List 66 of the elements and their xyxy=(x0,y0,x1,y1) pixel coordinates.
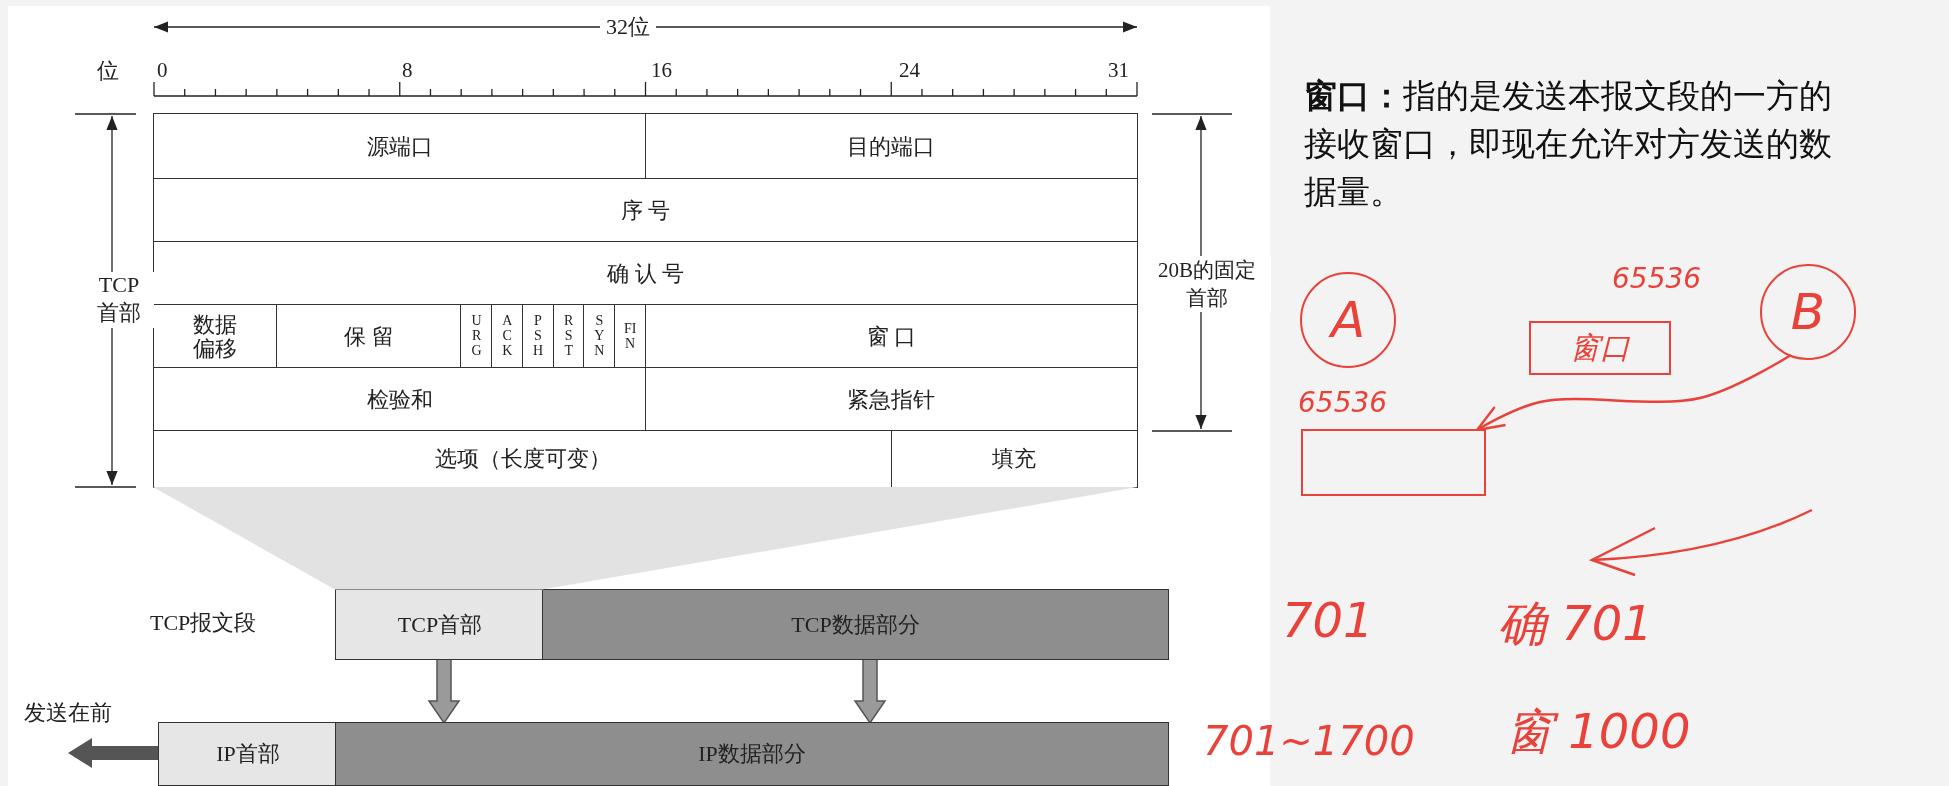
header-field xyxy=(276,304,462,369)
projection-shape xyxy=(153,487,1138,590)
handwritten-number: 65536 xyxy=(1298,386,1388,419)
header-field xyxy=(644,304,1138,369)
field-label: 填充 xyxy=(992,445,1037,473)
axis-label: 位 xyxy=(97,57,119,85)
flag-label: PSH xyxy=(531,314,545,359)
handwritten-number: 65536 xyxy=(1612,262,1702,295)
header-field xyxy=(644,113,1138,180)
field-label: 确 认 号 xyxy=(607,259,684,288)
flag-label: SYN xyxy=(593,314,606,359)
header-field xyxy=(153,113,647,180)
arrow xyxy=(1475,353,1792,432)
flag-label: RST xyxy=(563,314,575,359)
block-arrow xyxy=(427,658,461,725)
flag-field xyxy=(460,304,493,369)
handwritten-note: 701 xyxy=(1282,592,1374,648)
flag-label: FIN xyxy=(623,321,638,352)
field-label: 检验和 xyxy=(366,385,433,414)
field-label: B xyxy=(1790,283,1826,341)
bit-number: 31 xyxy=(1108,58,1129,83)
segment-box xyxy=(542,589,1169,660)
flag-label: ACK xyxy=(501,314,514,359)
flag-label: URG xyxy=(470,314,483,359)
endpoint-circle xyxy=(1300,272,1396,368)
segment-box xyxy=(335,589,545,660)
header-field xyxy=(153,304,278,369)
field-label: 窗口 xyxy=(1570,328,1630,367)
header-field xyxy=(153,241,1138,306)
field-label: 数据偏移 xyxy=(193,313,238,360)
header-field xyxy=(153,367,647,432)
bit-number: 24 xyxy=(899,58,920,83)
endpoint-circle xyxy=(1760,264,1856,360)
row-label: TCP报文段 xyxy=(150,609,257,637)
handwritten-note: 窗 1000 xyxy=(1505,702,1691,761)
bit-number: 0 xyxy=(157,58,168,83)
field-label: 保 留 xyxy=(344,322,394,351)
header-field xyxy=(153,178,1138,243)
flag-field xyxy=(491,304,524,369)
window-box xyxy=(1301,429,1486,496)
note-text: 窗口：指的是发送本报文段的一方的接收窗口，即现在允许对方发送的数据量。 xyxy=(1304,77,1833,212)
header-field xyxy=(890,430,1138,488)
segment-box xyxy=(335,722,1169,786)
field-label: 序 号 xyxy=(620,196,671,225)
field-label: 紧急指针 xyxy=(847,385,936,414)
flag-field xyxy=(583,304,616,369)
field-label: IP首部 xyxy=(216,740,280,768)
block-arrow xyxy=(853,658,887,725)
direction-label: 发送在前 xyxy=(24,699,112,727)
field-label: TCP首部 xyxy=(397,610,483,639)
field-label: 窗 口 xyxy=(866,322,916,351)
flag-field xyxy=(614,304,647,369)
bit-number: 16 xyxy=(651,58,672,83)
field-label: 选项（长度可变） xyxy=(434,445,611,473)
window-box xyxy=(1529,321,1671,375)
header-field xyxy=(644,367,1138,432)
field-label: 源端口 xyxy=(366,132,433,161)
field-label: A xyxy=(1330,291,1366,349)
handwritten-note: 确 701 xyxy=(1498,594,1653,653)
handwritten-note: 701~1700 xyxy=(1203,718,1415,764)
field-label: TCP数据部分 xyxy=(791,610,920,639)
field-label: 目的端口 xyxy=(847,132,936,161)
segment-box xyxy=(158,722,338,786)
header-field xyxy=(153,430,892,488)
field-label: IP数据部分 xyxy=(698,740,806,768)
bit-number: 8 xyxy=(402,58,413,83)
